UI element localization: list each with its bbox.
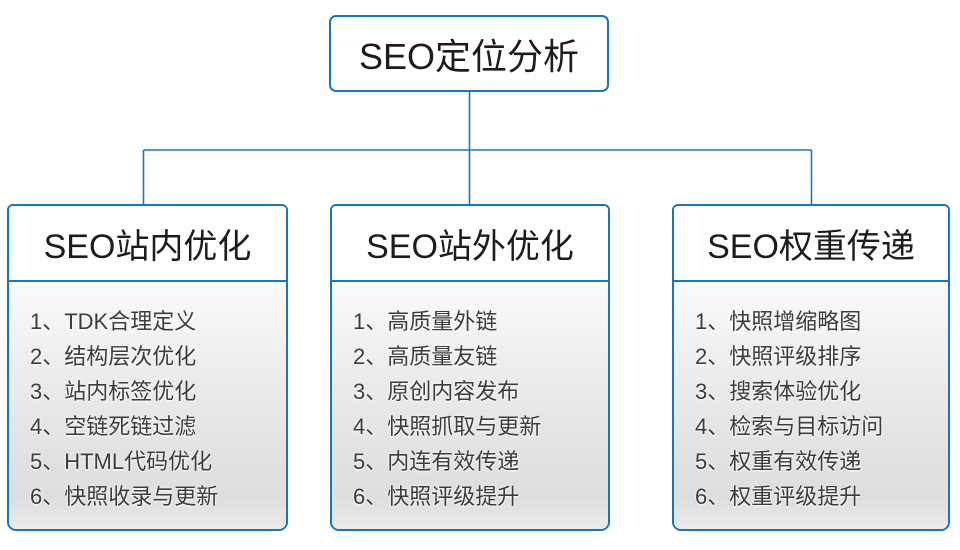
branch-title: SEO站内优化: [43, 227, 252, 266]
branch-header: SEO权重传递: [674, 206, 948, 282]
list-item: 1、快照增缩略图: [695, 309, 862, 334]
list-item: 5、内连有效传递: [353, 449, 520, 474]
branch-weight-transfer: SEO权重传递 1、快照增缩略图 2、快照评级排序 3、搜索体验优化 4、检索与…: [672, 204, 950, 531]
list-item: 1、TDK合理定义: [30, 309, 197, 334]
branch-header: SEO站内优化: [9, 206, 286, 282]
list-item: 6、快照收录与更新: [30, 484, 219, 509]
list-item: 4、空链死链过滤: [30, 414, 197, 439]
list-item: 6、权重评级提升: [695, 484, 862, 509]
list-item: 4、快照抓取与更新: [353, 414, 542, 439]
list-item: 3、搜索体验优化: [695, 379, 862, 404]
list-item: 3、原创内容发布: [353, 379, 520, 404]
list-item: 5、权重有效传递: [695, 449, 862, 474]
root-title: SEO定位分析: [358, 35, 580, 77]
branch-header: SEO站外优化: [332, 206, 608, 282]
branch-title: SEO权重传递: [707, 227, 915, 266]
branch-item-list: 1、快照增缩略图 2、快照评级排序 3、搜索体验优化 4、检索与目标访问 5、权…: [674, 282, 948, 529]
list-item: 2、快照评级排序: [695, 344, 862, 369]
list-item: 3、站内标签优化: [30, 379, 197, 404]
list-item: 2、结构层次优化: [30, 344, 197, 369]
list-item: 1、高质量外链: [353, 309, 498, 334]
list-item: 4、检索与目标访问: [695, 414, 884, 439]
branch-item-list: 1、TDK合理定义 2、结构层次优化 3、站内标签优化 4、空链死链过滤 5、H…: [9, 282, 286, 529]
branch-title: SEO站外优化: [366, 227, 574, 266]
list-item: 6、快照评级提升: [353, 484, 520, 509]
branch-item-list: 1、高质量外链 2、高质量友链 3、原创内容发布 4、快照抓取与更新 5、内连有…: [332, 282, 608, 529]
root-node: SEO定位分析: [329, 15, 609, 92]
list-item: 2、高质量友链: [353, 344, 498, 369]
branch-offsite-optimization: SEO站外优化 1、高质量外链 2、高质量友链 3、原创内容发布 4、快照抓取与…: [330, 204, 610, 531]
list-item: 5、HTML代码优化: [30, 449, 213, 474]
branch-onsite-optimization: SEO站内优化 1、TDK合理定义 2、结构层次优化 3、站内标签优化 4、空链…: [7, 204, 288, 531]
